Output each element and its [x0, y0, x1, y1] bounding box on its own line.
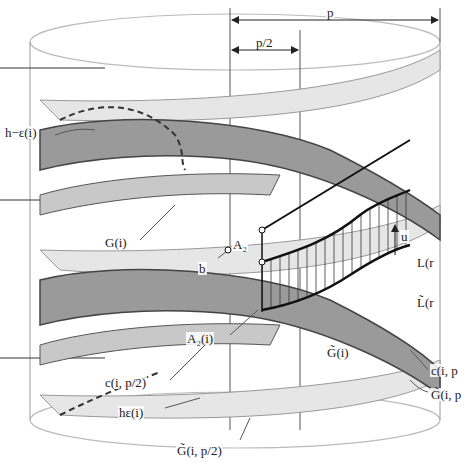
math-label: G̃(i) [326, 346, 350, 359]
math-label: L(r [416, 256, 435, 269]
math-label: h−ɛ(i) [4, 126, 38, 139]
math-label: G̃(i, p [430, 388, 462, 401]
math-label: b [198, 262, 207, 275]
math-label: c(i, p/2) [104, 376, 147, 389]
math-label: p [326, 6, 335, 19]
math-label: A₂ [232, 238, 248, 251]
math-label: p/2 [255, 36, 274, 49]
math-label: L̃(r [416, 296, 435, 309]
math-label: hɛ(i) [118, 406, 144, 419]
math-label: A₂(i) [186, 332, 214, 345]
math-label: c(i, p [430, 364, 459, 377]
math-label: u [400, 230, 409, 243]
math-label: G̃(i, p/2) [176, 444, 223, 457]
math-label: G(i) [104, 236, 128, 249]
